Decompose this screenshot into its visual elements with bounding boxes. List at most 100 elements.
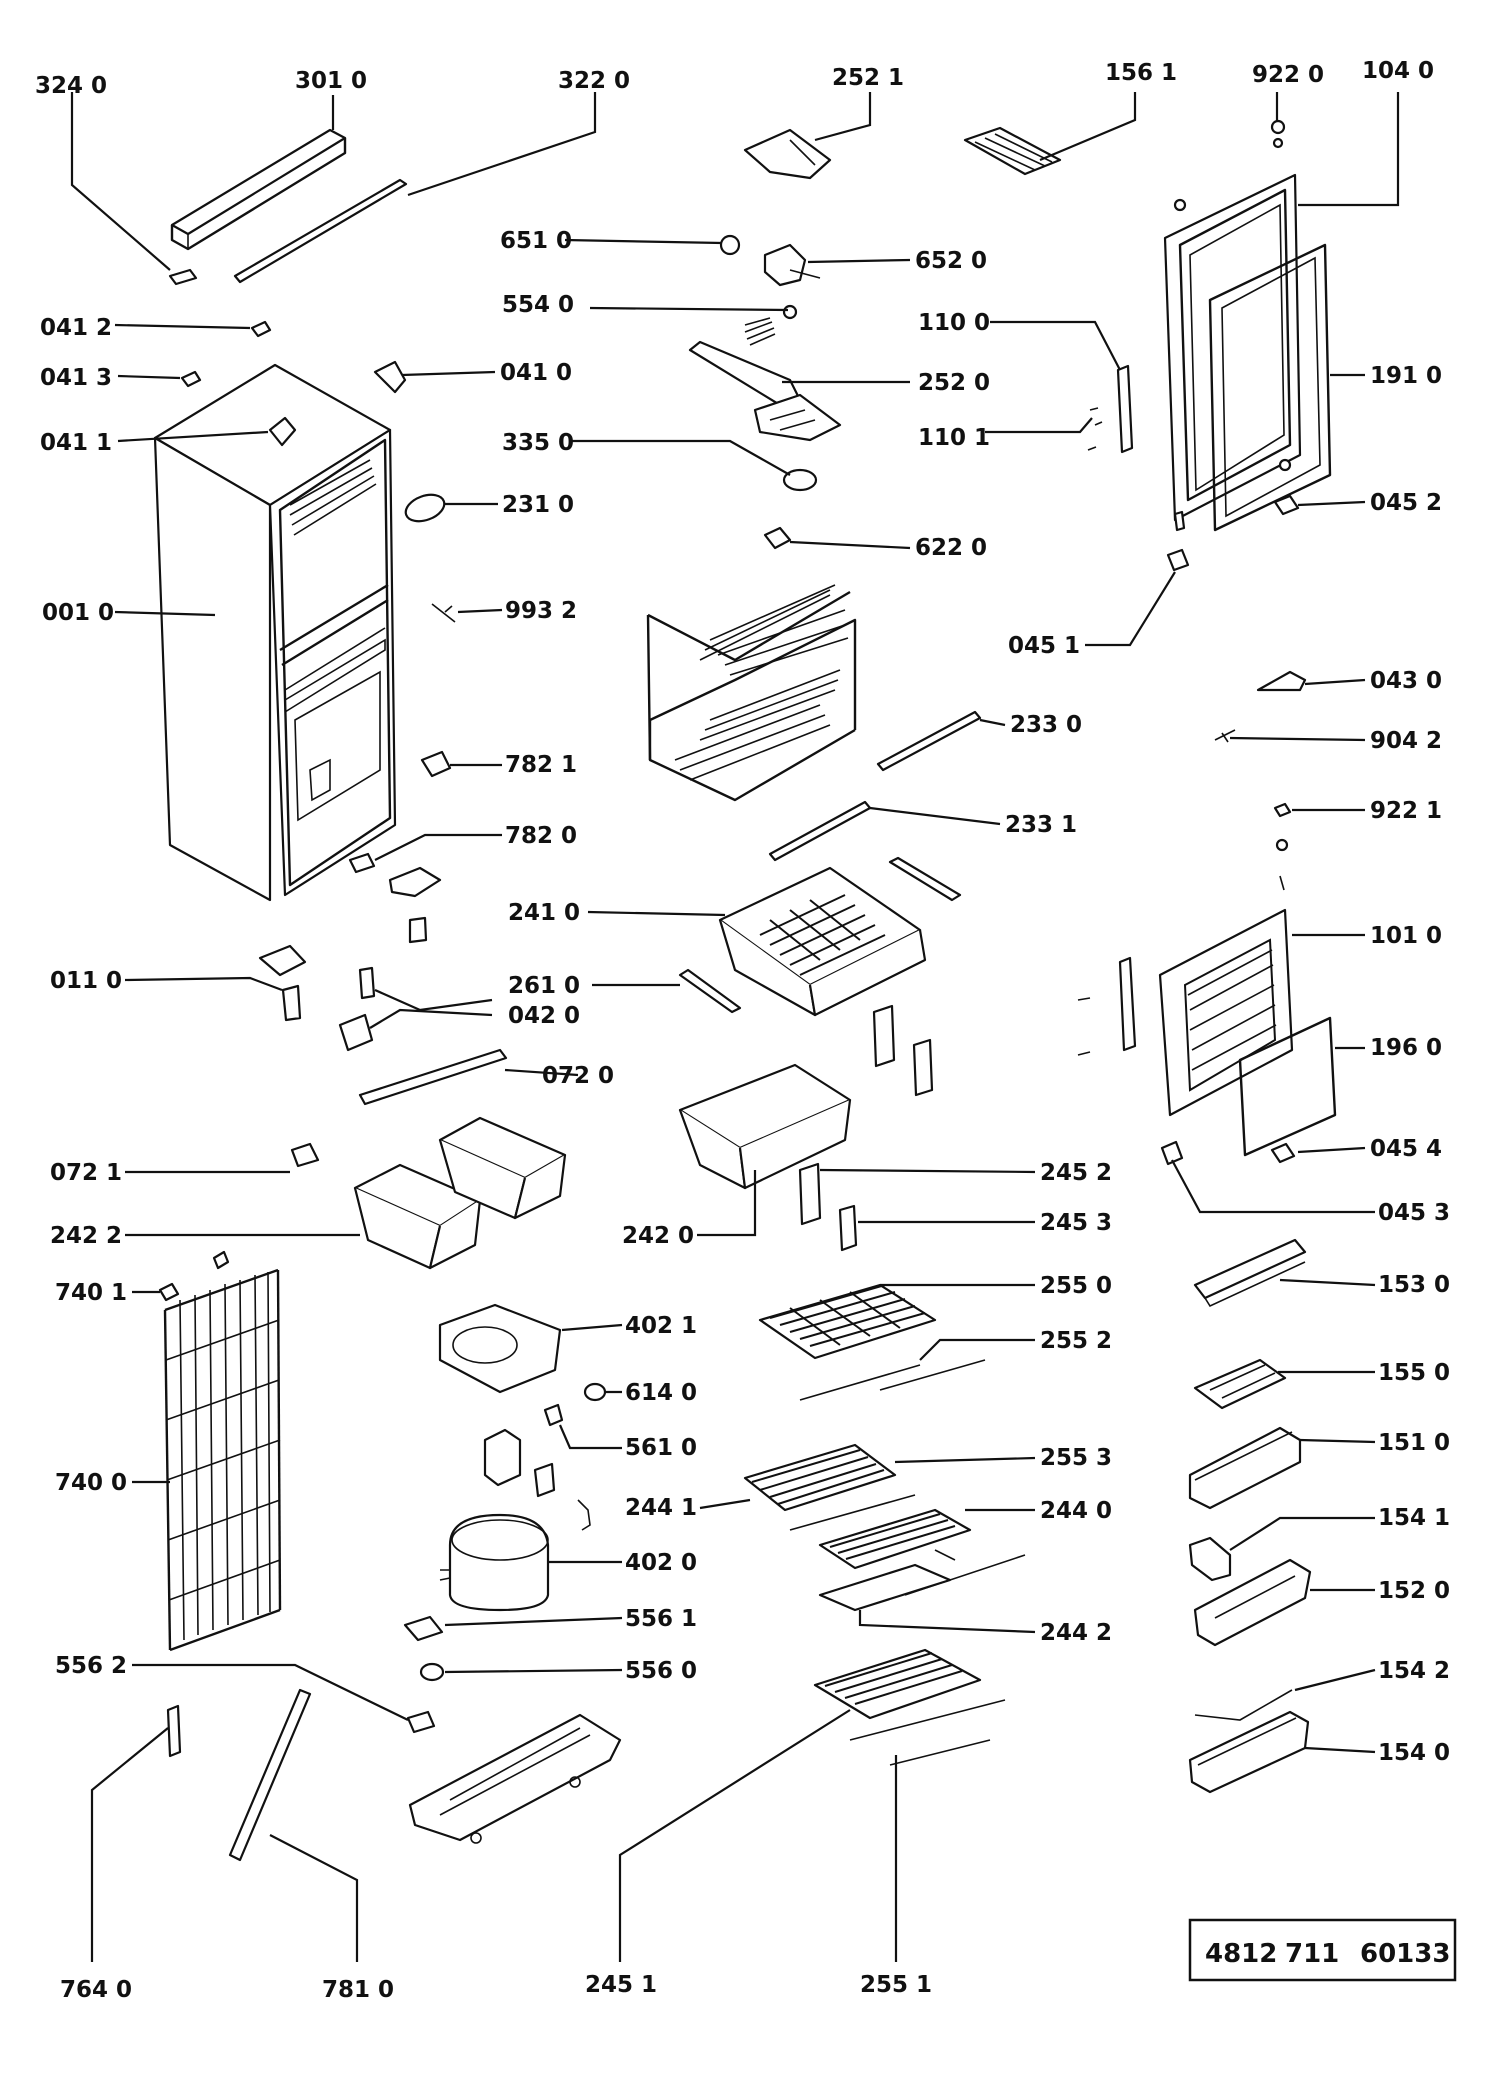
label-2521: 252 1 (832, 65, 904, 91)
part-foot-782-1 (420, 750, 452, 778)
part-grid-shelf (758, 1283, 937, 1360)
part-screw-045-1-top (1173, 510, 1186, 532)
label-2440: 244 0 (1040, 1498, 1112, 1524)
label-2551: 255 1 (860, 1972, 932, 1998)
part-rail-upper (888, 856, 962, 902)
label-9042: 904 2 (1370, 728, 1442, 754)
part-base-tray (408, 1713, 622, 1844)
part-clip-245-2 (798, 1162, 822, 1226)
label-2520: 252 0 (918, 370, 990, 396)
reference-part-b: 711 (1285, 1939, 1339, 1969)
label-0413: 041 3 (40, 365, 112, 391)
label-0451: 045 1 (1008, 633, 1080, 659)
label-0420: 042 0 (508, 1003, 580, 1029)
part-bin (678, 1063, 852, 1190)
part-relay (543, 1403, 564, 1427)
part-freezer-drawer (718, 866, 927, 1017)
part-egg-tray (1193, 1358, 1287, 1410)
part-washer-b (1275, 838, 1289, 852)
reference-part-c: 60133 (1360, 1939, 1450, 1969)
label-2442: 244 2 (1040, 1620, 1112, 1646)
label-5562: 556 2 (55, 1653, 127, 1679)
part-shelf-trim-244-1 (789, 1494, 916, 1531)
part-rack-divider (1188, 1536, 1232, 1582)
part-screw-904-2 (1214, 729, 1236, 743)
label-1550: 155 0 (1378, 1360, 1450, 1386)
label-0010: 001 0 (42, 600, 114, 626)
label-2331: 233 1 (1005, 812, 1077, 838)
part-shelf-244-2 (818, 1563, 952, 1612)
part-stop-045-4 (1270, 1142, 1296, 1164)
part-hinge-bracket (258, 944, 307, 1022)
part-trim-072-0 (358, 1048, 508, 1106)
part-lamp-holder (782, 468, 818, 492)
label-2452: 245 2 (1040, 1160, 1112, 1186)
part-cover-556-2 (406, 1710, 436, 1734)
part-knob (719, 234, 741, 256)
label-0410: 041 0 (500, 360, 572, 386)
label-0411: 041 1 (40, 430, 112, 456)
part-lower-door-hinge (1118, 956, 1137, 1052)
label-1561: 156 1 (1105, 60, 1177, 86)
leader-lines (70, 92, 1400, 1962)
part-shelf-trim-b (934, 1549, 956, 1561)
part-cover-plate (404, 493, 446, 523)
label-9221: 922 1 (1370, 798, 1442, 824)
label-6520: 652 0 (915, 248, 987, 274)
label-2410: 241 0 (508, 900, 580, 926)
label-0454: 045 4 (1370, 1136, 1442, 1162)
label-2422: 242 2 (50, 1223, 122, 1249)
part-ice-tray (963, 126, 1062, 176)
part-crisper-pair (353, 1116, 567, 1270)
label-0452: 045 2 (1370, 490, 1442, 516)
label-0110: 011 0 (50, 968, 122, 994)
part-stop-045-3 (1160, 1140, 1184, 1166)
label-2451: 245 1 (585, 1972, 657, 1998)
label-1530: 153 0 (1378, 1272, 1450, 1298)
part-thermostat (763, 243, 821, 287)
label-1520: 152 0 (1378, 1578, 1450, 1604)
label-9220: 922 0 (1252, 62, 1324, 88)
label-2552: 255 2 (1040, 1328, 1112, 1354)
part-thermostat-bracket (743, 128, 832, 180)
part-compressor-tray (438, 1303, 562, 1394)
part-condenser (163, 1268, 282, 1652)
label-6220: 622 0 (915, 535, 987, 561)
part-hinge-041-0 (373, 360, 407, 394)
label-2553: 255 3 (1040, 1445, 1112, 1471)
part-upper-door (1163, 173, 1302, 522)
part-pin-041-2 (250, 320, 272, 338)
part-clip-041-1 (268, 416, 297, 447)
part-clip-245-3 (838, 1204, 858, 1252)
part-rack-152-0 (1193, 1558, 1312, 1647)
label-0453: 045 3 (1378, 1200, 1450, 1226)
label-3220: 322 0 (558, 68, 630, 94)
part-lower-bolts (1077, 997, 1091, 1056)
reference-part-a: 4812 (1205, 1939, 1277, 1969)
label-7640: 764 0 (60, 1977, 132, 2003)
part-stop-045-2 (1273, 494, 1300, 516)
label-1542: 154 2 (1378, 1658, 1450, 1684)
label-6510: 651 0 (500, 228, 572, 254)
label-3240: 324 0 (35, 73, 107, 99)
part-hinge-110-0 (1116, 364, 1134, 454)
part-thermostat-housing (688, 340, 842, 442)
part-bolts-110-1 (1087, 407, 1103, 451)
part-side-rail (228, 1688, 312, 1862)
part-rack-151-0 (1188, 1426, 1302, 1510)
part-rail-233-1 (768, 800, 872, 862)
label-0412: 041 2 (40, 315, 112, 341)
part-grommet (583, 1382, 607, 1402)
part-glass-shelf (743, 1443, 897, 1512)
label-4021: 402 1 (625, 1313, 697, 1339)
part-bar-154-2 (1194, 1689, 1293, 1721)
label-1100: 110 0 (918, 310, 990, 336)
label-2441: 244 1 (625, 1495, 697, 1521)
part-lamp (763, 526, 792, 550)
label-1010: 101 0 (1370, 923, 1442, 949)
part-relay-556-1 (403, 1615, 444, 1642)
part-lower-gasket (1238, 1016, 1337, 1157)
label-1040: 104 0 (1362, 58, 1434, 84)
label-7400: 740 0 (55, 1470, 127, 1496)
